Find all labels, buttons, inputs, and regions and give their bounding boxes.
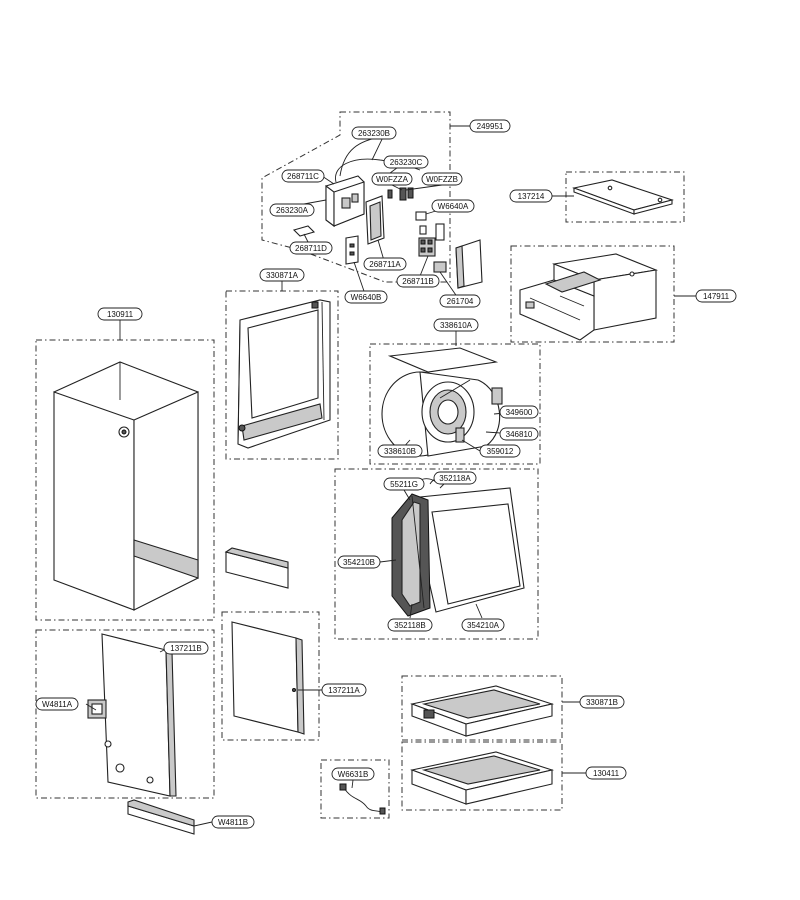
callout-349600: 349600: [499, 405, 539, 419]
svg-text:268711D: 268711D: [295, 244, 327, 253]
callout-268711a: 268711A: [363, 257, 407, 271]
svg-text:249951: 249951: [477, 122, 504, 131]
blower-group-outline: [369, 343, 541, 465]
svg-text:352118A: 352118A: [439, 474, 471, 483]
callout-130411: 130411: [585, 766, 627, 780]
svg-text:268711B: 268711B: [402, 277, 433, 286]
svg-text:W6640A: W6640A: [438, 202, 469, 211]
callout-137214: 137214: [509, 189, 553, 203]
bottom-rail: [127, 799, 195, 835]
access-panel: [231, 621, 305, 735]
svg-text:W4811A: W4811A: [42, 700, 73, 709]
svg-text:330871B: 330871B: [586, 698, 618, 707]
svg-text:349600: 349600: [506, 408, 533, 417]
callout-55211g: 55211G: [383, 477, 425, 491]
svg-text:W6640B: W6640B: [351, 293, 382, 302]
group-outlines: [35, 111, 685, 819]
drain-pan-lower-group-outline: [401, 741, 563, 811]
svg-text:263230C: 263230C: [390, 158, 423, 167]
callout-w0fzzb: W0FZZB: [421, 172, 463, 186]
wire-harness: [339, 783, 386, 815]
svg-text:263230B: 263230B: [358, 129, 390, 138]
callout-352118b: 352118B: [387, 618, 433, 632]
svg-text:W4811B: W4811B: [218, 818, 248, 827]
svg-text:268711C: 268711C: [287, 172, 319, 181]
callout-268711c: 268711C: [281, 169, 325, 183]
top-cover-plate: [572, 179, 674, 215]
wire-harness-group-outline: [320, 759, 390, 819]
control-box-assembly: [292, 135, 483, 289]
callout-346810: 346810: [499, 427, 539, 441]
callout-261704: 261704: [439, 294, 481, 308]
callout-w6640a: W6640A: [431, 199, 475, 213]
coil-group-outline: [334, 468, 539, 640]
callout-354210b: 354210B: [337, 555, 381, 569]
callout-352118a: 352118A: [433, 471, 477, 485]
svg-text:147911: 147911: [703, 292, 730, 301]
svg-text:354210A: 354210A: [467, 621, 500, 630]
callout-263230b: 263230B: [351, 126, 397, 140]
svg-text:W6631B: W6631B: [338, 770, 369, 779]
blower-housing-group-outline: [510, 245, 675, 343]
front-panel: [87, 633, 177, 797]
callout-263230c: 263230C: [383, 155, 429, 169]
filter-door-frame: [237, 299, 331, 449]
callout-137211a: 137211A: [321, 683, 367, 697]
callout-354210a: 354210A: [461, 618, 505, 632]
top-cover-group-outline: [565, 171, 685, 223]
svg-text:263230A: 263230A: [276, 206, 309, 215]
callout-130911: 130911: [97, 307, 143, 321]
callout-338610b: 338610B: [377, 444, 423, 458]
evaporator-coil-assembly: [391, 475, 525, 617]
callout-w6631b: W6631B: [331, 767, 375, 781]
callout-330871b: 330871B: [579, 695, 625, 709]
svg-text:359012: 359012: [487, 447, 514, 456]
svg-text:354210B: 354210B: [343, 558, 375, 567]
drain-pan-lower: [410, 751, 555, 805]
callout-137211b: 137211B: [163, 641, 209, 655]
blower-wheel-assembly: [381, 347, 503, 457]
bracket-plate: [224, 547, 289, 589]
blower-housing-cabinet: [519, 253, 659, 341]
callout-w6640b: W6640B: [344, 290, 388, 304]
svg-text:137211A: 137211A: [328, 686, 360, 695]
callout-268711b: 268711B: [396, 274, 440, 288]
drain-pan-upper: [410, 685, 555, 737]
callout-w4811b: W4811B: [211, 815, 255, 829]
svg-text:55211G: 55211G: [390, 480, 418, 489]
svg-text:352118B: 352118B: [394, 621, 425, 630]
callout-249951: 249951: [469, 119, 511, 133]
svg-text:W0FZZA: W0FZZA: [376, 175, 409, 184]
svg-text:137211B: 137211B: [170, 644, 201, 653]
svg-text:346810: 346810: [506, 430, 533, 439]
callout-263230a: 263230A: [269, 203, 315, 217]
callout-w4811a: W4811A: [35, 697, 79, 711]
callout-labels: 249951 263230B 263230C 268711C 263230A W…: [35, 119, 737, 829]
svg-text:130411: 130411: [593, 769, 620, 778]
svg-text:338610B: 338610B: [384, 447, 416, 456]
cabinet-shell: [53, 361, 199, 611]
callout-w0fzza: W0FZZA: [371, 172, 413, 186]
svg-text:268711A: 268711A: [369, 260, 401, 269]
callout-338610a: 338610A: [433, 318, 479, 332]
svg-text:330871A: 330871A: [266, 271, 299, 280]
svg-text:137214: 137214: [518, 192, 545, 201]
callout-147911: 147911: [695, 289, 737, 303]
svg-text:261704: 261704: [447, 297, 474, 306]
access-panel-group-outline: [221, 611, 320, 741]
svg-text:130911: 130911: [107, 310, 134, 319]
front-panel-group-outline: [35, 629, 215, 799]
drain-pan-upper-group-outline: [401, 675, 563, 741]
svg-text:338610A: 338610A: [440, 321, 473, 330]
svg-text:W0FZZB: W0FZZB: [426, 175, 458, 184]
callout-330871a: 330871A: [259, 268, 305, 282]
callout-268711d: 268711D: [289, 241, 333, 255]
callout-359012: 359012: [479, 444, 521, 458]
